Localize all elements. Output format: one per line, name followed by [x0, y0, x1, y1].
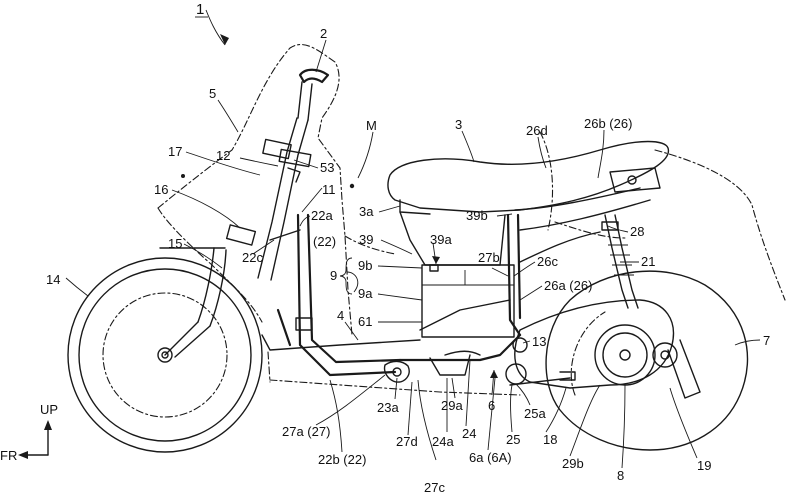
label-25: 25: [506, 432, 520, 447]
direction-indicator: UP FR: [0, 402, 58, 463]
label-22a: 22a: [311, 208, 333, 223]
figure-number-label: 1: [196, 1, 204, 18]
label-6: 6: [488, 398, 495, 413]
leader-lines: [65, 9, 761, 469]
footboard: [261, 334, 421, 351]
label-29a: 29a: [441, 398, 463, 413]
label-29b: 29b: [562, 456, 584, 471]
label-39a: 39a: [430, 232, 452, 247]
label-39b: 39b: [466, 208, 488, 223]
power-unit: [505, 299, 675, 389]
label-23a: 23a: [377, 400, 399, 415]
under-frame: [383, 299, 522, 383]
label-27b: 27b: [478, 250, 500, 265]
label-3a: 3a: [359, 204, 374, 219]
label-39: 39: [359, 232, 373, 247]
label-14: 14: [46, 272, 60, 287]
rear-wheel: [545, 270, 749, 451]
bracket-9: [339, 257, 353, 295]
storage-box: [399, 211, 515, 338]
label-9: 9: [330, 268, 337, 283]
label-4: 4: [337, 308, 344, 323]
label-9a: 9a: [358, 286, 373, 301]
reference-labels: 1 2 5 M 3 26d 26b (26) 17 12 53 11 16 3a…: [46, 1, 770, 495]
label-26a: 26a (26): [544, 278, 592, 293]
label-27c: 27c: [424, 480, 445, 495]
label-8: 8: [617, 468, 624, 483]
label-16: 16: [154, 182, 168, 197]
label-24a: 24a: [432, 434, 454, 449]
label-2: 2: [320, 26, 327, 41]
label-22b: 22b (22): [318, 452, 366, 467]
main-frame: [269, 213, 402, 377]
label-15: 15: [168, 236, 182, 251]
label-26d: 26d: [526, 123, 548, 138]
fr-label: FR: [0, 448, 17, 463]
label-21: 21: [641, 254, 655, 269]
arrowheads: [220, 34, 498, 378]
label-53: 53: [320, 160, 334, 175]
steering-assembly: [159, 68, 330, 358]
label-28: 28: [630, 224, 644, 239]
label-22c: 22c: [242, 250, 263, 265]
rear-frame: [506, 187, 651, 337]
up-label: UP: [40, 402, 58, 417]
label-17: 17: [168, 144, 182, 159]
label-24: 24: [462, 426, 476, 441]
label-11: 11: [322, 182, 336, 197]
label-26b: 26b (26): [584, 116, 632, 131]
label-61: 61: [358, 314, 372, 329]
label-27a: 27a (27): [282, 424, 330, 439]
label-7: 7: [763, 333, 770, 348]
label-19: 19: [697, 458, 711, 473]
reference-dots: [181, 174, 355, 189]
label-26c: 26c: [537, 254, 558, 269]
label-6a: 6a (6A): [469, 450, 512, 465]
label-18: 18: [543, 432, 557, 447]
label-3: 3: [455, 117, 462, 132]
label-27d: 27d: [396, 434, 418, 449]
label-22a-paren: (22): [313, 234, 336, 249]
label-5: 5: [209, 86, 216, 101]
front-wheel: [67, 257, 263, 453]
label-25a: 25a: [524, 406, 546, 421]
label-9b: 9b: [358, 258, 372, 273]
rear-shock: [601, 214, 639, 309]
label-13: 13: [532, 334, 546, 349]
label-12: 12: [216, 148, 230, 163]
seat: [387, 140, 670, 215]
label-M: M: [366, 118, 377, 133]
